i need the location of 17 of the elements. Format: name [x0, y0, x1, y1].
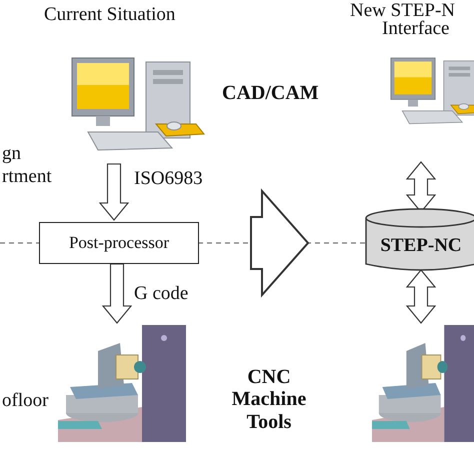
text-label: ofloor [2, 390, 48, 412]
arrow [102, 263, 132, 324]
text-label: CAD/CAM [222, 82, 319, 104]
text-label: Current Situation [44, 4, 176, 26]
machine-tool-drawing [372, 325, 474, 442]
text-label: Interface [382, 18, 450, 40]
arrow [98, 163, 130, 221]
process-box: Post-processor [39, 222, 199, 264]
text-label: gn [2, 143, 21, 164]
block-arrow [250, 188, 310, 298]
node-label: STEP-NC [380, 235, 462, 257]
database-cylinder [365, 208, 474, 272]
text-label: CNC Machine Tools [230, 366, 308, 434]
machine-tool-drawing [58, 325, 186, 442]
text-label: New STEP-N [350, 0, 456, 21]
double-arrow [406, 269, 436, 324]
text-label: rtment [2, 166, 52, 188]
